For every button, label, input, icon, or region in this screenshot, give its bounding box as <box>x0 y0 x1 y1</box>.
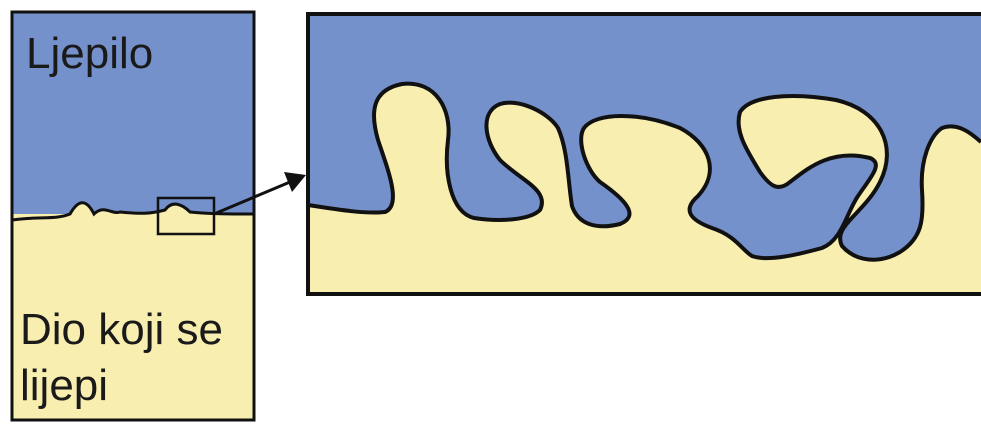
adhesive-label: Ljepilo <box>26 29 153 78</box>
magnified-panel <box>308 14 981 294</box>
overview-panel: Ljepilo Dio koji se lijepi <box>12 12 254 420</box>
substrate-label-line1: Dio koji se <box>20 305 223 354</box>
substrate-label-line2: lijepi <box>20 361 108 410</box>
